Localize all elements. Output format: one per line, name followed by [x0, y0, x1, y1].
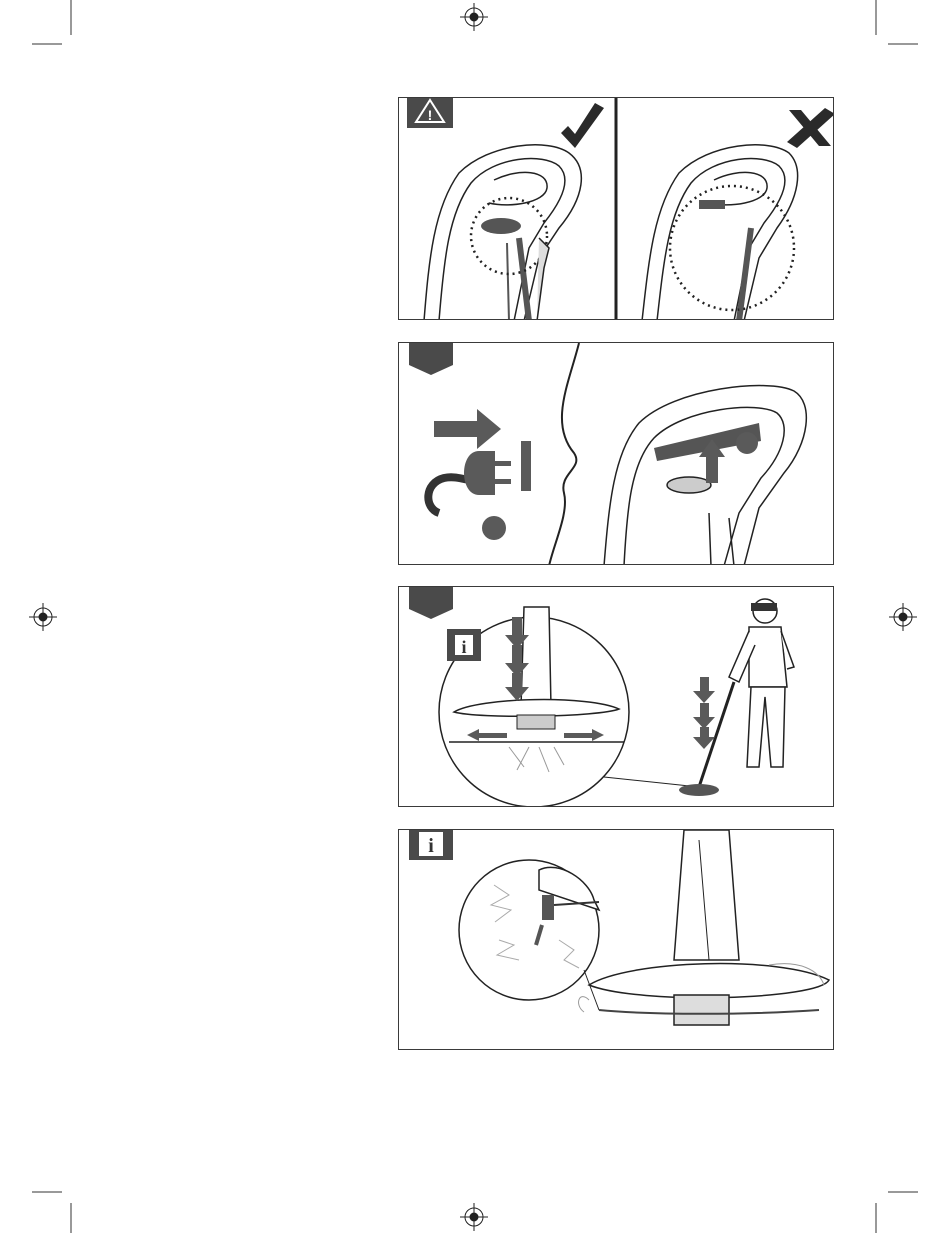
cross-icon [787, 108, 834, 148]
info-icon: i [447, 629, 481, 661]
goggles [751, 603, 777, 611]
figure-panel-4: i [398, 829, 834, 1050]
registration-target-icon [460, 3, 488, 31]
checkmark-icon [561, 103, 604, 148]
operator-figure [729, 599, 794, 767]
lock-off-switch [667, 477, 711, 493]
figure-panel-1: ! [398, 97, 834, 320]
trimmer-guard [589, 964, 829, 998]
svg-text:i: i [461, 637, 466, 657]
lock-off-switch-open [699, 200, 725, 209]
figure-panel-2 [398, 342, 834, 565]
lock-off-switch [481, 218, 521, 234]
svg-text:i: i [428, 835, 434, 857]
arrow-right-icon [434, 409, 501, 449]
svg-text:!: ! [428, 107, 433, 123]
down-arrows-small-icon [693, 677, 715, 749]
step-dot-2 [736, 432, 758, 454]
trimmer-shaft [674, 830, 739, 960]
step-dot [482, 516, 506, 540]
plug-icon [428, 441, 531, 513]
line-cutter-blade [542, 895, 554, 920]
figure-panel-3: i [398, 586, 834, 807]
info-icon: i [419, 832, 443, 857]
step-tab [409, 343, 453, 375]
spool-head [674, 995, 729, 1025]
step-tab [409, 587, 453, 619]
